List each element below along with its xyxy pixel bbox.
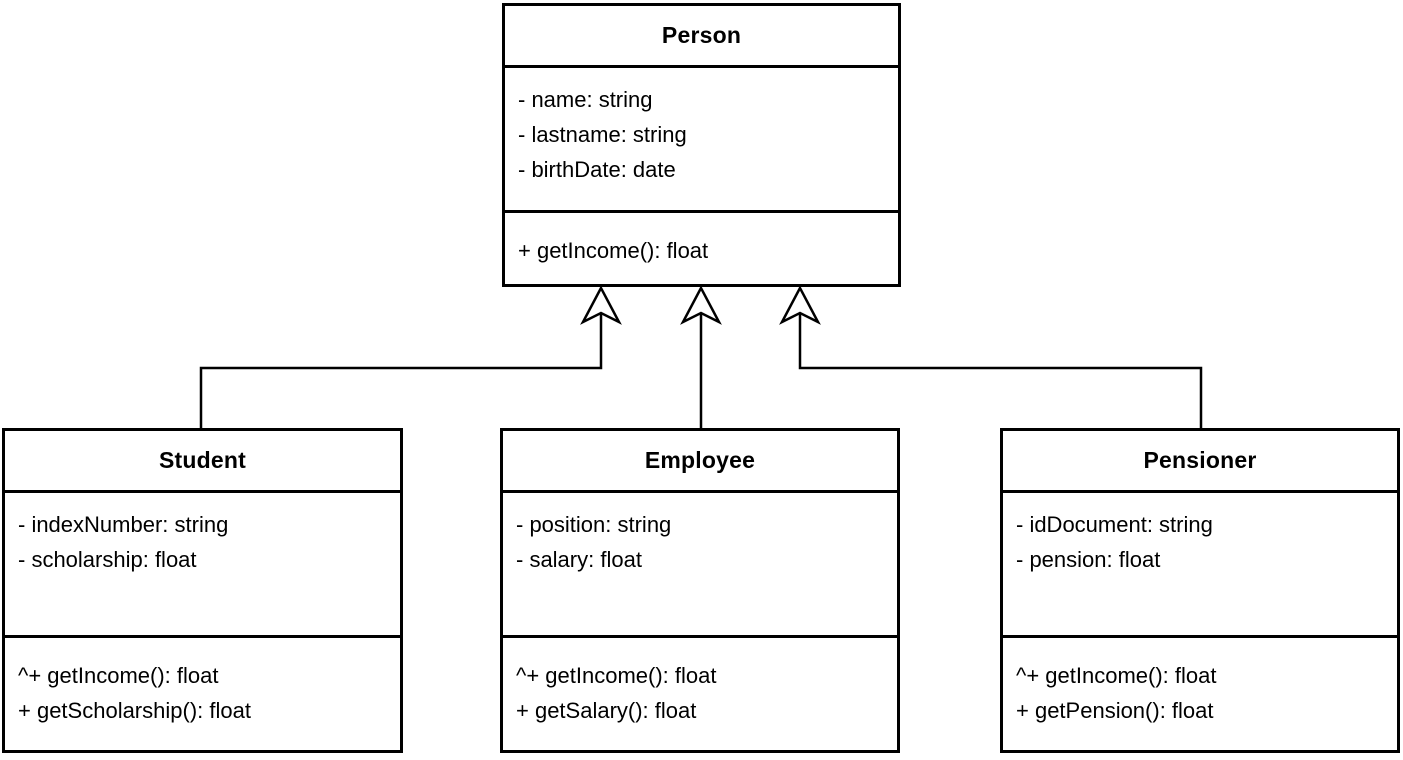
hollow-triangle-arrowhead bbox=[580, 285, 622, 325]
attribute-line: - idDocument: string bbox=[1016, 512, 1213, 537]
methods-compartment: ^+ getIncome(): float + getScholarship()… bbox=[5, 638, 400, 750]
hollow-triangle-arrowhead bbox=[779, 285, 821, 325]
attribute-line: - pension: float bbox=[1016, 547, 1161, 572]
generalization-employee-to-person bbox=[680, 285, 722, 428]
attribute-line: - name: string bbox=[518, 87, 653, 112]
method-line: ^+ getIncome(): float bbox=[18, 663, 219, 688]
attributes-compartment: - indexNumber: string - scholarship: flo… bbox=[5, 493, 400, 638]
class-box-pensioner: Pensioner - idDocument: string - pension… bbox=[1000, 428, 1400, 753]
attribute-line: - salary: float bbox=[516, 547, 642, 572]
methods-compartment: + getIncome(): float bbox=[505, 213, 898, 284]
attribute-line: - scholarship: float bbox=[18, 547, 197, 572]
attribute-line: - position: string bbox=[516, 512, 672, 537]
attribute-line: - lastname: string bbox=[518, 122, 687, 147]
hollow-triangle-arrowhead bbox=[680, 285, 722, 325]
class-title: Student bbox=[5, 431, 400, 493]
method-line: + getScholarship(): float bbox=[18, 698, 251, 723]
class-box-person: Person - name: string - lastname: string… bbox=[502, 3, 901, 287]
attribute-line: - birthDate: date bbox=[518, 157, 676, 182]
generalization-student-to-person bbox=[199, 285, 622, 428]
methods-compartment: ^+ getIncome(): float + getSalary(): flo… bbox=[503, 638, 897, 750]
class-box-student: Student - indexNumber: string - scholars… bbox=[2, 428, 403, 753]
class-title: Person bbox=[505, 6, 898, 68]
connector-line bbox=[798, 312, 1203, 428]
class-box-employee: Employee - position: string - salary: fl… bbox=[500, 428, 900, 753]
class-title: Employee bbox=[503, 431, 897, 493]
class-title: Pensioner bbox=[1003, 431, 1397, 493]
method-line: ^+ getIncome(): float bbox=[516, 663, 717, 688]
generalization-pensioner-to-person bbox=[779, 285, 1203, 428]
attribute-line: - indexNumber: string bbox=[18, 512, 229, 537]
method-line: + getIncome(): float bbox=[518, 238, 709, 263]
method-line: + getSalary(): float bbox=[516, 698, 697, 723]
methods-compartment: ^+ getIncome(): float + getPension(): fl… bbox=[1003, 638, 1397, 750]
attributes-compartment: - name: string - lastname: string - birt… bbox=[505, 68, 898, 213]
attributes-compartment: - position: string - salary: float bbox=[503, 493, 897, 638]
method-line: ^+ getIncome(): float bbox=[1016, 663, 1217, 688]
attributes-compartment: - idDocument: string - pension: float bbox=[1003, 493, 1397, 638]
method-line: + getPension(): float bbox=[1016, 698, 1214, 723]
connector-line bbox=[199, 312, 603, 428]
